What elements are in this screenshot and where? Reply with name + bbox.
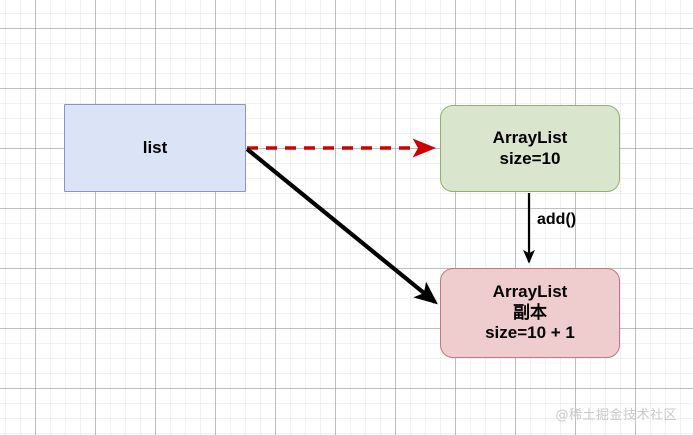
node-arraylist[interactable]: ArrayList size=10 — [440, 105, 620, 192]
node-list-label: list — [142, 137, 168, 157]
node-arraylist-copy[interactable]: ArrayList 副本 size=10 + 1 — [440, 268, 620, 358]
node-copy-subtitle: 副本 — [513, 302, 547, 323]
node-arraylist-size: size=10 — [499, 148, 561, 168]
edge-list-to-copy — [245, 147, 438, 305]
watermark: @稀土掘金技术社区 — [555, 408, 677, 423]
node-arraylist-title: ArrayList — [492, 127, 568, 147]
edge-label-add: add() — [537, 211, 577, 228]
node-copy-title: ArrayList — [492, 281, 568, 301]
node-list[interactable]: list — [64, 104, 246, 192]
node-copy-size: size=10 + 1 — [485, 323, 575, 343]
